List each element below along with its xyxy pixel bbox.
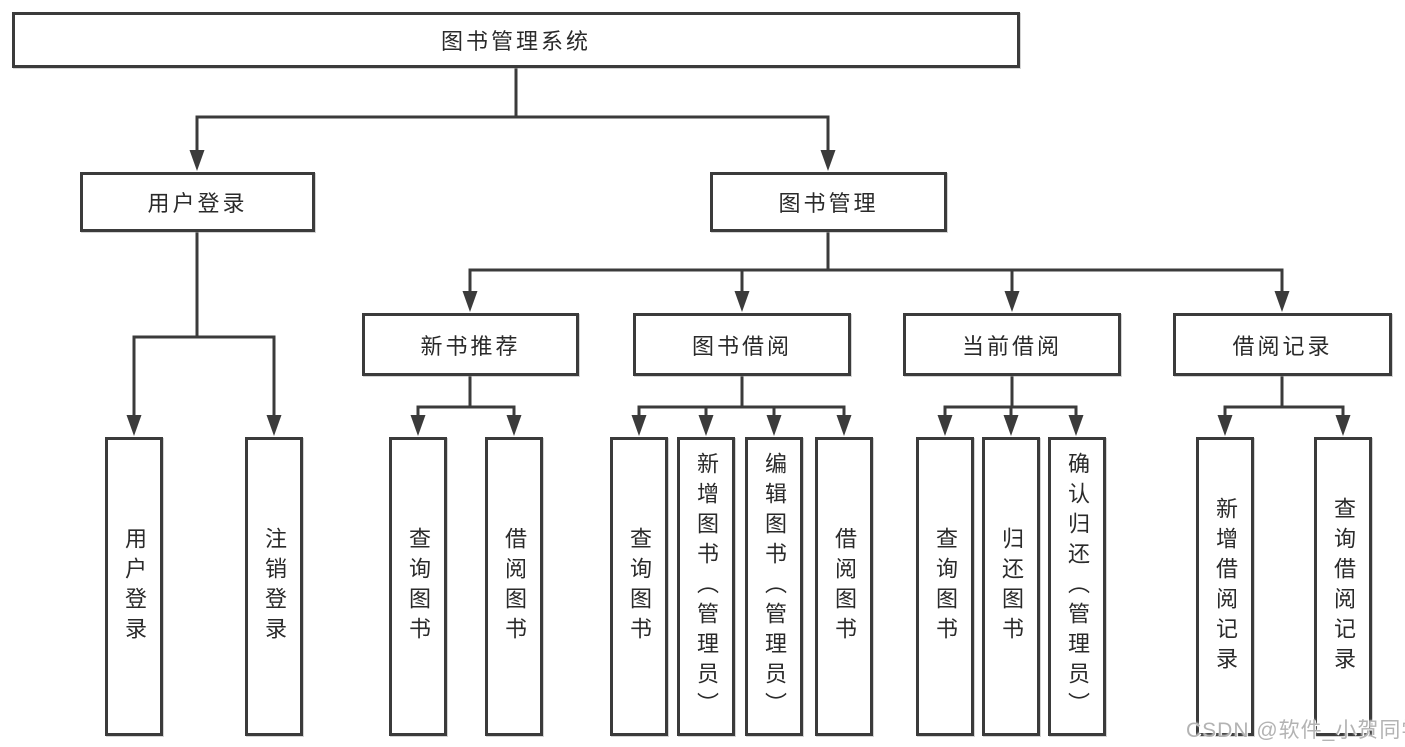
arrowhead — [631, 415, 647, 436]
node-label: 用户登录 — [122, 526, 147, 647]
node-label: 新增借阅记录 — [1213, 496, 1238, 677]
node-current-borrowing: 当前借阅 — [903, 313, 1121, 376]
arrowhead — [126, 415, 142, 436]
node-label: 借阅图书 — [502, 526, 527, 647]
node-book-borrowing: 图书借阅 — [633, 313, 851, 376]
node-leaf-user-login: 用户登录 — [105, 437, 163, 736]
node-label: 注销登录 — [262, 526, 287, 647]
node-label: 确认归还（管理员） — [1065, 451, 1090, 722]
connector-line — [637, 376, 846, 418]
node-leaf-borrow-books-recommend: 借阅图书 — [485, 437, 543, 736]
node-leaf-add-books-admin: 新增图书（管理员） — [677, 437, 735, 736]
connector-line — [468, 232, 1284, 294]
node-label: 查询图书 — [627, 526, 652, 647]
watermark-text: CSDN @软件_小贺同学 — [1186, 719, 1405, 742]
arrowhead — [506, 415, 522, 436]
arrowhead — [820, 150, 836, 171]
node-user-login: 用户登录 — [80, 172, 315, 232]
arrowhead — [1068, 415, 1084, 436]
node-label: 新增图书（管理员） — [694, 451, 719, 722]
node-label: 查询图书 — [406, 526, 431, 647]
arrowhead — [462, 291, 478, 312]
node-label: 编辑图书（管理员） — [762, 451, 787, 722]
connector-book-management-to-level3 — [462, 232, 1290, 312]
node-label: 借阅图书 — [832, 526, 857, 647]
node-library-management-system: 图书管理系统 — [12, 12, 1020, 68]
arrowhead — [836, 415, 852, 436]
arrowhead — [1003, 415, 1019, 436]
connector-line — [132, 232, 276, 418]
node-label: 查询借阅记录 — [1331, 496, 1356, 677]
node-label: 查询图书 — [933, 526, 958, 647]
node-leaf-query-borrow-record: 查询借阅记录 — [1314, 437, 1372, 736]
connector-line — [1223, 376, 1345, 418]
node-new-book-recommendation: 新书推荐 — [362, 313, 579, 376]
connector-book-borrowing-to-leaves — [631, 376, 852, 436]
arrowhead — [734, 291, 750, 312]
arrowhead — [1217, 415, 1233, 436]
arrowhead — [189, 150, 205, 171]
arrowhead — [266, 415, 282, 436]
arrowhead — [766, 415, 782, 436]
node-leaf-return-books: 归还图书 — [982, 437, 1040, 736]
node-leaf-edit-books-admin: 编辑图书（管理员） — [745, 437, 803, 736]
node-leaf-add-borrow-record: 新增借阅记录 — [1196, 437, 1254, 736]
arrowhead — [1335, 415, 1351, 436]
node-leaf-query-books-recommend: 查询图书 — [389, 437, 447, 736]
arrowhead — [1004, 291, 1020, 312]
arrowhead — [937, 415, 953, 436]
connector-root-to-level2 — [189, 68, 836, 171]
node-leaf-logout: 注销登录 — [245, 437, 303, 736]
connector-borrowing-records-to-leaves — [1217, 376, 1351, 436]
node-leaf-confirm-return-admin: 确认归还（管理员） — [1048, 437, 1106, 736]
connector-line — [416, 376, 516, 418]
node-leaf-query-books-current: 查询图书 — [916, 437, 974, 736]
connector-user-login-to-leaves — [126, 232, 282, 436]
node-leaf-query-books-borrowing: 查询图书 — [610, 437, 668, 736]
connector-new-book-to-leaves — [410, 376, 522, 436]
arrowhead — [410, 415, 426, 436]
connector-line — [195, 68, 830, 153]
node-label: 归还图书 — [999, 526, 1024, 647]
connector-current-borrowing-to-leaves — [937, 376, 1084, 436]
arrowhead — [698, 415, 714, 436]
node-book-management: 图书管理 — [710, 172, 947, 232]
node-borrowing-records: 借阅记录 — [1173, 313, 1392, 376]
arrowhead — [1274, 291, 1290, 312]
node-leaf-borrow-books: 借阅图书 — [815, 437, 873, 736]
connector-line — [943, 376, 1078, 418]
